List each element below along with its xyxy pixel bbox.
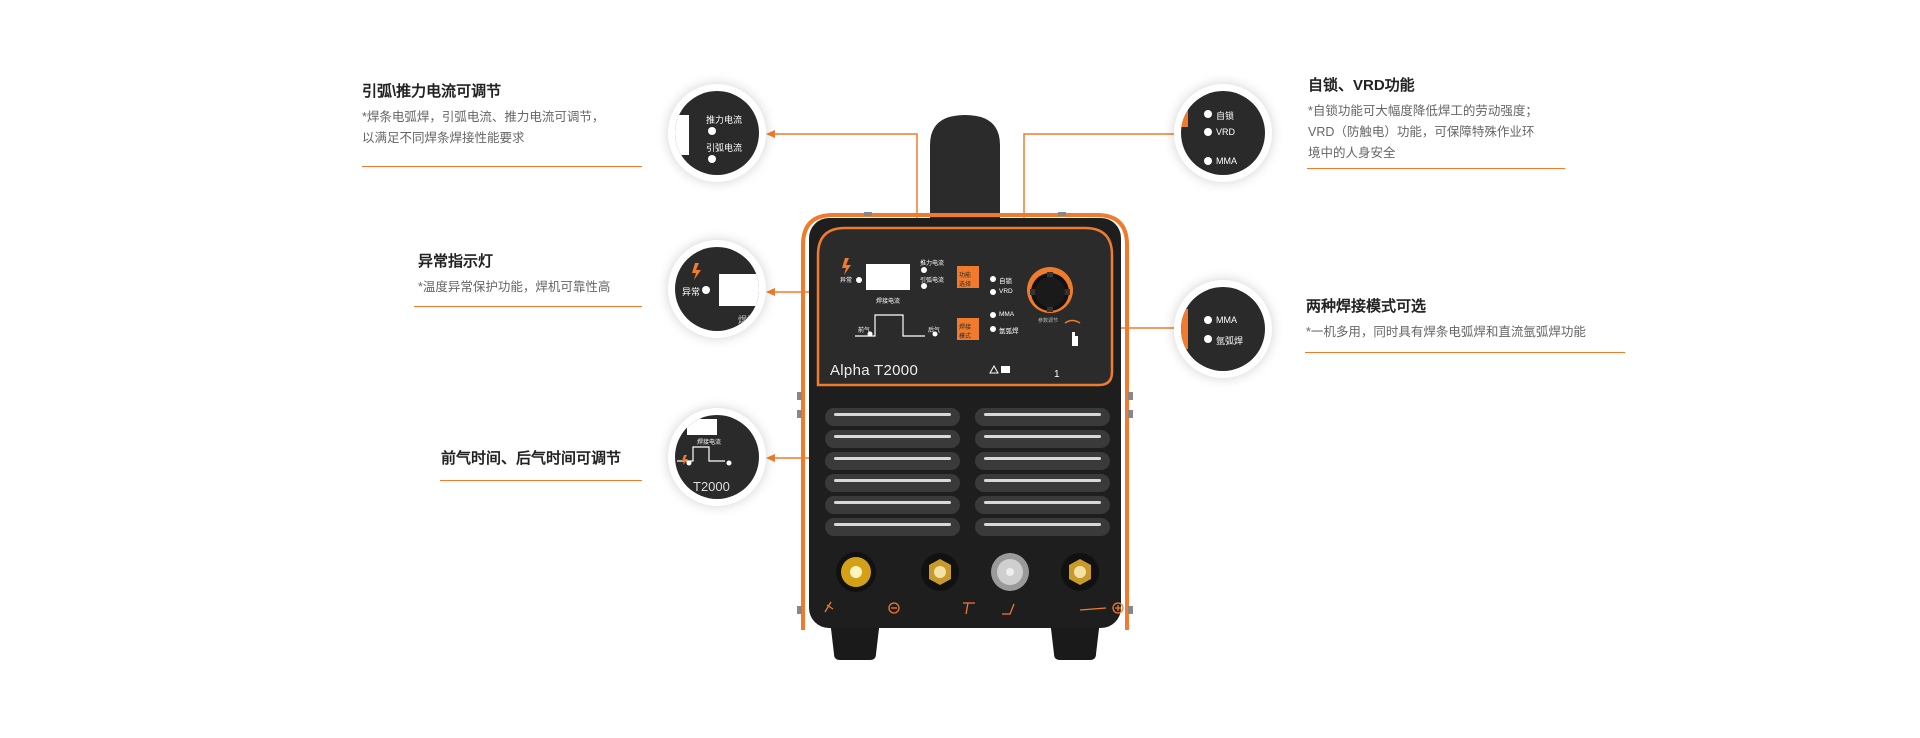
indicator-dot xyxy=(1204,316,1212,324)
underline xyxy=(440,480,642,481)
panel-option-mma: MMA xyxy=(999,311,1015,318)
feature-arc-force: 引弧\推力电流可调节 *焊条电弧焊，引弧电流、推力电流可调节， 以满足不同焊条焊… xyxy=(362,80,662,149)
feature-desc-line: *焊条电弧焊，引弧电流、推力电流可调节， xyxy=(362,110,605,124)
function-select-button xyxy=(957,266,979,288)
function-select-label[interactable]: 功能 选择 xyxy=(959,273,972,288)
rotate-arrow-icon xyxy=(1064,319,1081,324)
underline xyxy=(414,306,642,307)
zoom-gas-time: 焊接电流 T2000 xyxy=(668,408,766,506)
left-foot xyxy=(830,620,880,660)
feature-title: 异常指示灯 xyxy=(418,253,494,270)
gas-diagram xyxy=(677,446,732,466)
zoom-vrd: 自锁 VRD MMA xyxy=(1174,84,1272,182)
welding-mode-button xyxy=(957,318,979,340)
button-edge xyxy=(1181,309,1188,349)
zoom-option: 氩弧焊 xyxy=(1216,336,1244,346)
feature-desc-line: 境中的人身安全 xyxy=(1308,146,1396,160)
carry-handle xyxy=(930,115,1000,240)
panel-label-post-gas: 后气 xyxy=(928,328,941,334)
panel-label-abnormal: 异常 xyxy=(840,278,853,284)
panel-label-arc: 引弧电流 xyxy=(920,278,945,284)
feature-title: 前气时间、后气时间可调节 xyxy=(441,450,622,467)
display-screen xyxy=(687,419,717,435)
zoom-label: 引弧电流 xyxy=(706,143,743,153)
right-foot xyxy=(1050,620,1100,660)
indicator-dot xyxy=(708,155,716,163)
manual-icon xyxy=(1001,366,1010,373)
display-screen xyxy=(866,264,910,290)
zoom-label: 焊接电流 xyxy=(697,440,722,446)
zoom-label: 推力电流 xyxy=(706,115,743,125)
warning-icon xyxy=(989,364,999,374)
feature-desc-line: 以满足不同焊条焊接性能要求 xyxy=(362,131,525,145)
feature-desc-line: *一机多用，同时具有焊条电弧焊和直流氩弧焊功能 xyxy=(1306,325,1586,339)
panel-label-force: 推力电流 xyxy=(920,261,945,267)
indicator-dot xyxy=(1204,128,1212,136)
hand-icon xyxy=(1072,332,1078,346)
knob-label: 参数调节 xyxy=(1038,318,1059,324)
zoom-label: 焊接 xyxy=(738,315,757,325)
zoom-option: MMA xyxy=(1216,156,1237,166)
feature-title: 引弧\推力电流可调节 xyxy=(362,83,502,100)
output-terminals xyxy=(836,552,1099,592)
feature-vrd: 自锁、VRD功能 *自锁功能可大幅度降低焊工的劳动强度； VRD（防触电）功能，… xyxy=(1308,74,1588,164)
panel-label-weld-current: 焊接电流 xyxy=(876,299,901,305)
display-screen xyxy=(719,274,759,306)
lightning-icon xyxy=(842,258,851,275)
lightning-icon xyxy=(692,263,701,280)
feature-desc-line: *温度异常保护功能，焊机可靠性高 xyxy=(418,280,611,294)
zoom-option: MMA xyxy=(1216,315,1237,325)
underline xyxy=(1305,352,1625,353)
indicator-dot xyxy=(1204,335,1212,343)
zoom-abnormal: 异常 焊接 xyxy=(668,240,766,338)
zoom-option: 自锁 xyxy=(1216,111,1235,121)
feature-mode: 两种焊接模式可选 *一机多用，同时具有焊条电弧焊和直流氩弧焊功能 xyxy=(1306,295,1636,343)
feature-title: 自锁、VRD功能 xyxy=(1308,77,1415,94)
underline xyxy=(1307,168,1565,169)
indicator-dot xyxy=(708,127,716,135)
feature-abnormal: 异常指示灯 *温度异常保护功能，焊机可靠性高 xyxy=(418,250,668,298)
underline xyxy=(362,166,642,167)
zoom-mode: MMA 氩弧焊 xyxy=(1174,280,1272,378)
button-edge xyxy=(1181,109,1188,127)
power-switch-label: 1 xyxy=(1054,369,1060,380)
zoom-label: T2000 xyxy=(693,479,730,494)
zoom-arc-force: 推力电流 引弧电流 xyxy=(668,84,766,182)
model-name: Alpha T2000 xyxy=(830,362,919,379)
feature-title: 两种焊接模式可选 xyxy=(1306,298,1427,315)
indicator-dot xyxy=(1204,110,1212,118)
adjust-knob xyxy=(1035,277,1065,307)
orange-frame xyxy=(801,213,1129,630)
feature-desc-line: VRD（防触电）功能，可保障特殊作业环 xyxy=(1308,125,1535,139)
indicator-dot xyxy=(702,286,710,294)
panel-option-vrd: VRD xyxy=(999,288,1013,295)
panel-option-lock: 自锁 xyxy=(999,278,1012,285)
feature-gas-time: 前气时间、后气时间可调节 xyxy=(441,447,651,474)
gas-diagram xyxy=(855,314,925,337)
vent-slots xyxy=(825,408,1110,536)
zoom-option: VRD xyxy=(1216,127,1236,137)
indicator-dot xyxy=(1204,157,1212,165)
panel-label-pre-gas: 前气 xyxy=(858,328,871,334)
display-edge xyxy=(675,115,689,155)
zoom-label: 异常 xyxy=(682,287,701,297)
welding-mode-label[interactable]: 焊接 模式 xyxy=(959,325,972,340)
feature-desc-line: *自锁功能可大幅度降低焊工的劳动强度； xyxy=(1308,104,1538,118)
panel-option-tig: 氩弧焊 xyxy=(999,328,1019,335)
